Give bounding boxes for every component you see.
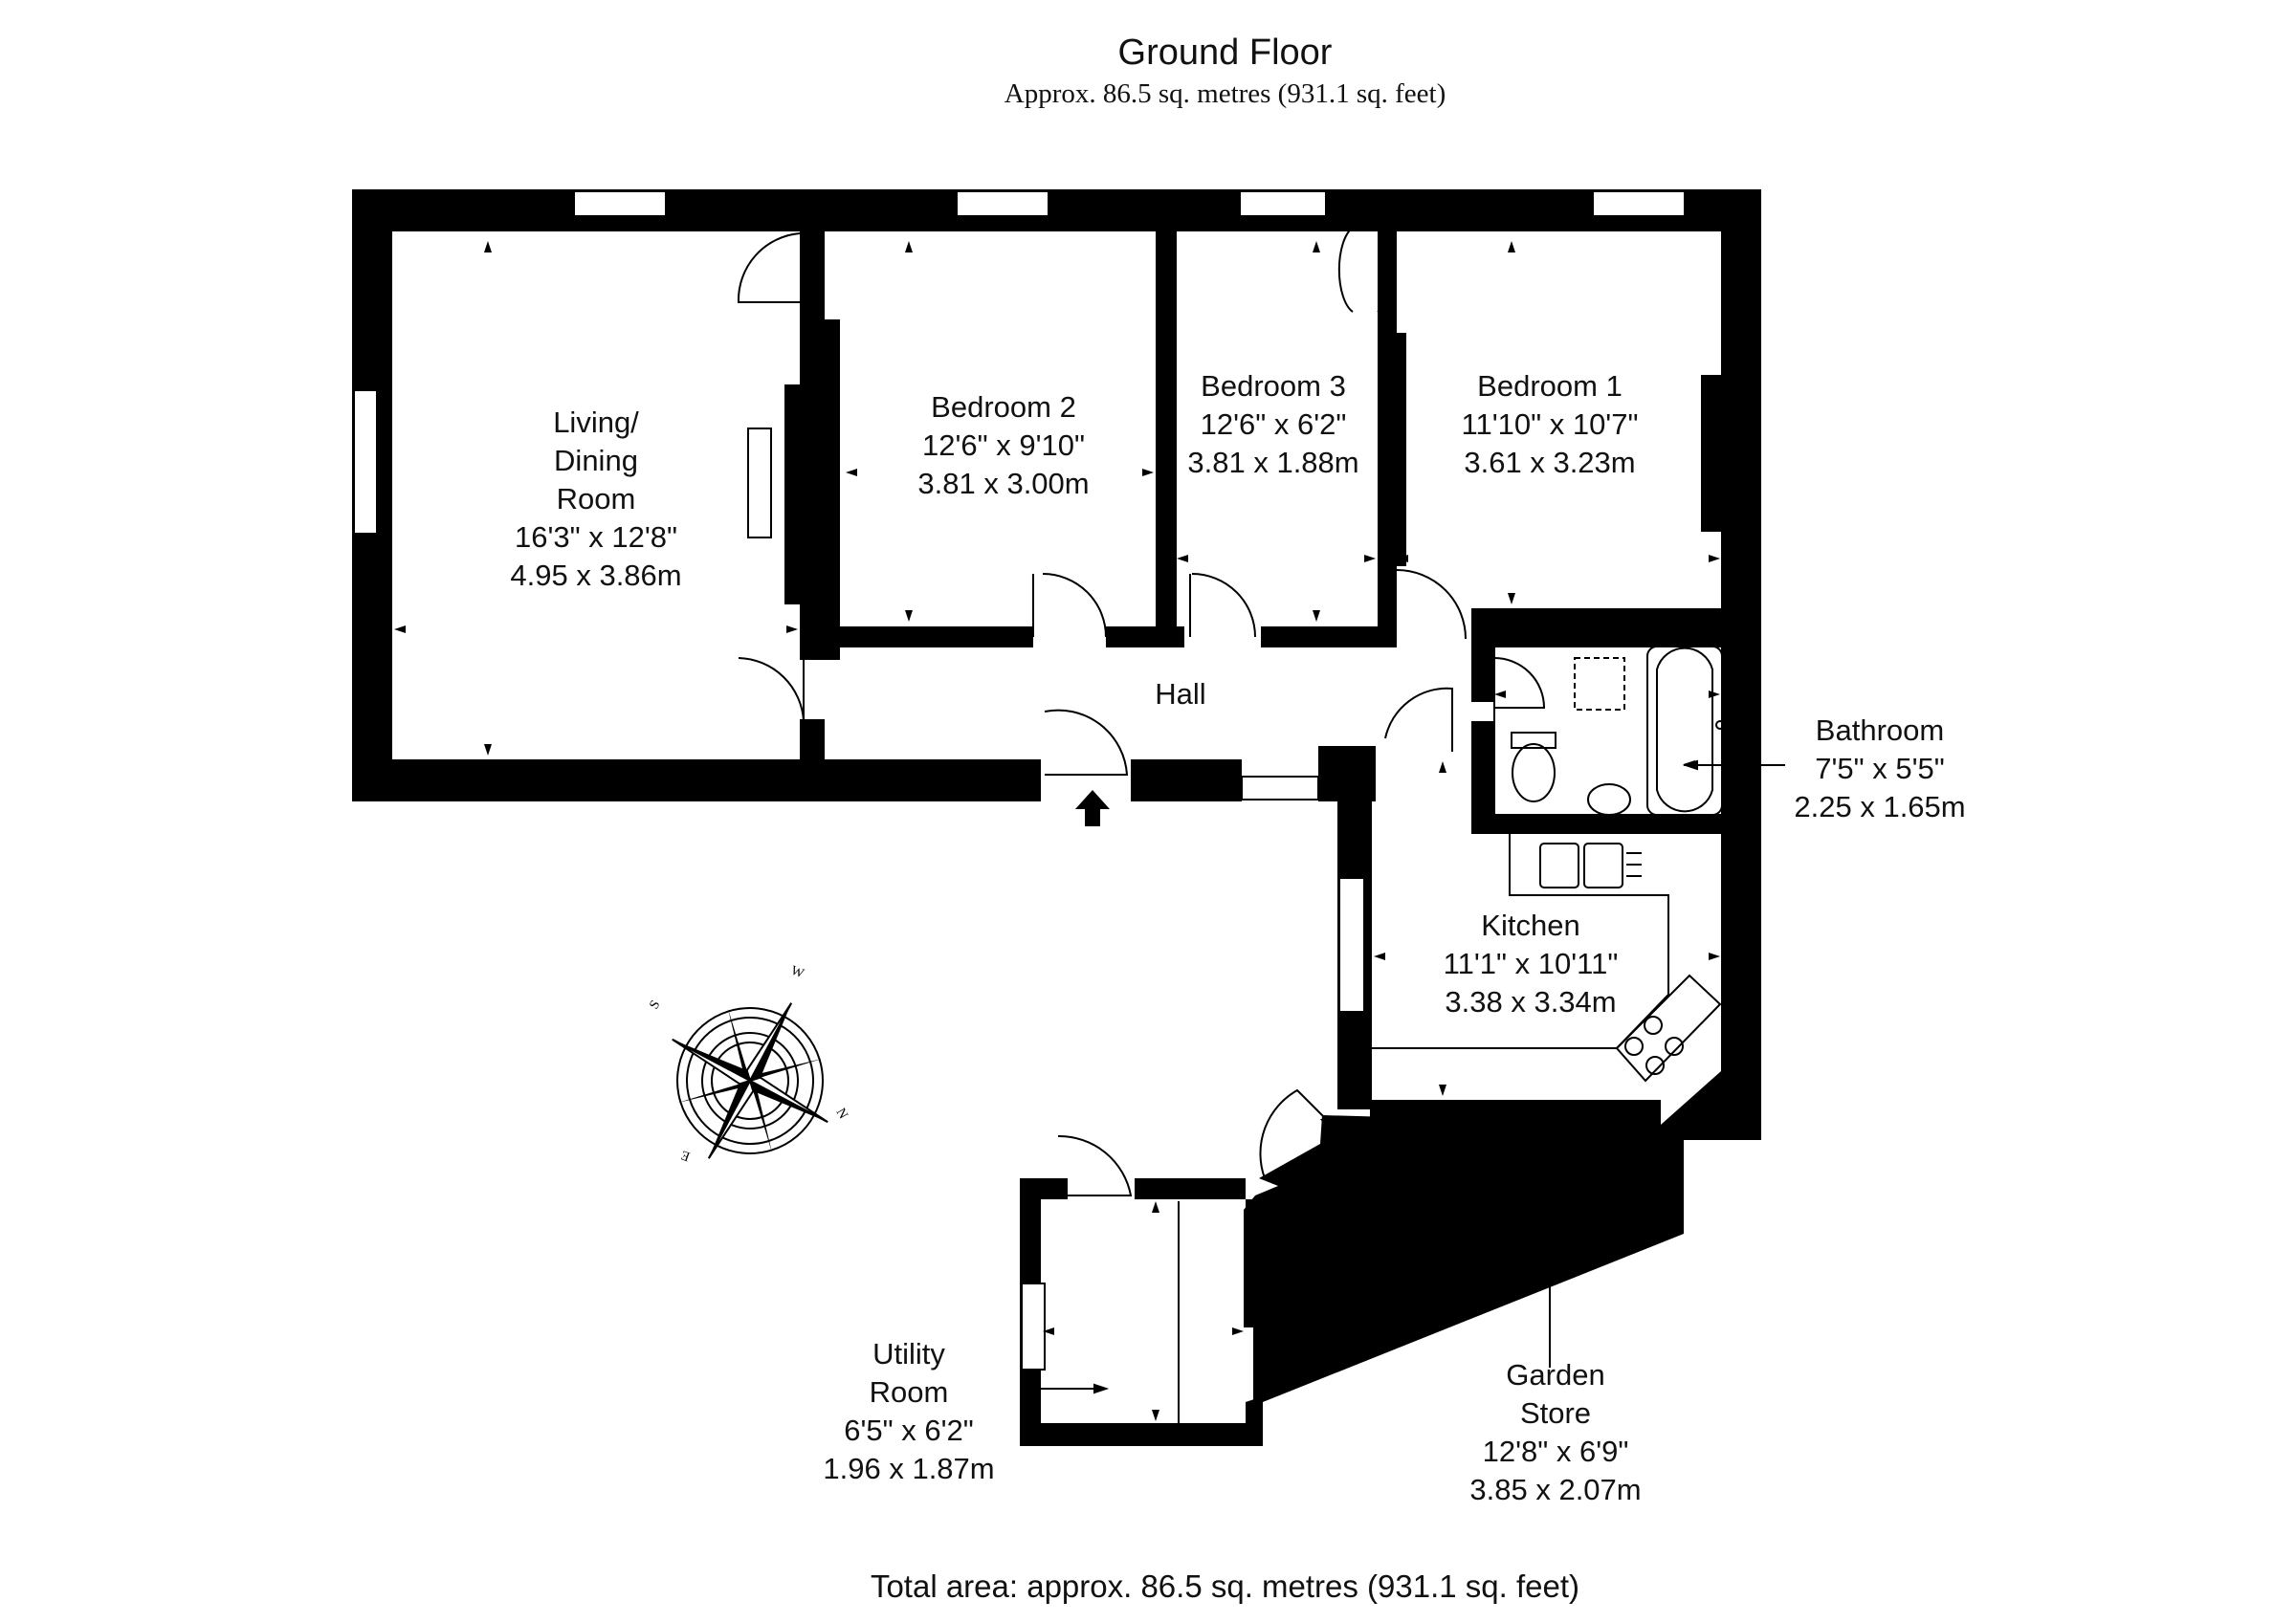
utility-name-line1: Utility: [872, 1337, 945, 1371]
living-metric: 4.95 x 3.86m: [510, 559, 682, 592]
bathroom-fixtures: [1493, 646, 1736, 816]
garden-store-imperial: 12'8" x 6'9": [1482, 1435, 1629, 1468]
room-label-bedroom1: Bedroom 1 11'10" x 10'7" 3.61 x 3.23m: [1462, 367, 1639, 482]
bedroom3-imperial: 12'6" x 6'2": [1200, 407, 1347, 441]
floor-subtitle: Approx. 86.5 sq. metres (931.1 sq. feet): [1004, 78, 1446, 109]
room-label-living: Living/ Dining Room 16'3" x 12'8" 4.95 x…: [510, 404, 681, 595]
compass-west-label: W: [789, 964, 806, 982]
leader-lines: [1024, 759, 1785, 1394]
room-label-kitchen: Kitchen 11'1" x 10'11" 3.38 x 3.34m: [1444, 907, 1619, 1021]
room-label-garden-store: Garden Store 12'8" x 6'9" 3.85 x 2.07m: [1469, 1356, 1641, 1509]
bedroom3-metric: 3.81 x 1.88m: [1187, 446, 1359, 479]
compass-east-label: E: [679, 1147, 692, 1163]
room-label-utility: Utility Room 6'5" x 6'2" 1.96 x 1.87m: [823, 1335, 994, 1488]
room-label-bedroom3: Bedroom 3 12'6" x 6'2" 3.81 x 1.88m: [1187, 367, 1358, 482]
bedroom1-name: Bedroom 1: [1477, 369, 1623, 403]
bedroom2-imperial: 12'6" x 9'10": [921, 428, 1085, 462]
utility-metric: 1.96 x 1.87m: [823, 1452, 995, 1485]
living-name-line1: Living/: [553, 406, 639, 439]
bedroom1-metric: 3.61 x 3.23m: [1464, 446, 1636, 479]
annex-walls: [1020, 1115, 1684, 1446]
hall-name: Hall: [1155, 677, 1206, 711]
living-name-line2: Dining: [554, 444, 638, 477]
garden-store-name-line2: Store: [1519, 1396, 1592, 1430]
floor-title: Ground Floor: [1117, 33, 1333, 73]
kitchen-metric: 3.38 x 3.34m: [1445, 985, 1617, 1019]
total-area: Total area: approx. 86.5 sq. metres (931…: [870, 1568, 1580, 1604]
dimension-markers: [394, 241, 1720, 1421]
entrance-arrow-icon: [1075, 790, 1110, 826]
doors: [737, 227, 1546, 1196]
kitchen-imperial: 11'1" x 10'11": [1443, 947, 1619, 980]
compass-north-label: N: [833, 1107, 850, 1122]
garden-store-metric: 3.85 x 2.07m: [1469, 1473, 1642, 1506]
room-label-bathroom: Bathroom 7'5" x 5'5" 2.25 x 1.65m: [1794, 712, 1965, 826]
kitchen-fittings: [1372, 832, 1722, 1083]
compass-letters: N W S E: [647, 964, 850, 1164]
kitchen-name: Kitchen: [1481, 909, 1580, 942]
utility-name-line2: Room: [869, 1375, 949, 1409]
bathroom-metric: 2.25 x 1.65m: [1794, 790, 1966, 823]
bedroom2-metric: 3.81 x 3.00m: [917, 467, 1090, 500]
compass-south-label: S: [647, 998, 663, 1012]
utility-imperial: 6'5" x 6'2": [844, 1414, 974, 1447]
top-windows: [353, 190, 1686, 801]
bedroom3-name: Bedroom 3: [1201, 369, 1346, 403]
garden-store-name-line1: Garden: [1506, 1358, 1605, 1392]
room-label-bedroom2: Bedroom 2 12'6" x 9'10" 3.81 x 3.00m: [917, 388, 1089, 503]
compass-rose-icon: [672, 1002, 828, 1159]
living-imperial: 16'3" x 12'8": [514, 520, 677, 554]
bathroom-imperial: 7'5" x 5'5": [1815, 752, 1945, 785]
bedroom2-name: Bedroom 2: [931, 390, 1076, 424]
room-label-hall: Hall: [1155, 675, 1205, 713]
bedroom1-imperial: 11'10" x 10'7": [1461, 407, 1639, 441]
living-name-line3: Room: [556, 482, 636, 515]
bathroom-name: Bathroom: [1815, 713, 1945, 747]
